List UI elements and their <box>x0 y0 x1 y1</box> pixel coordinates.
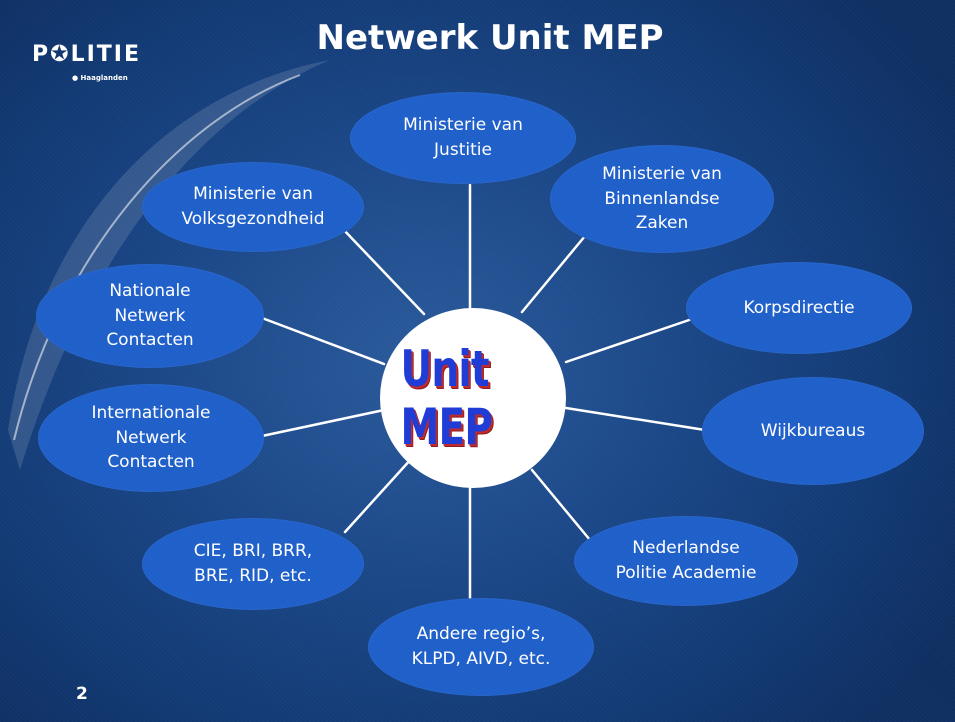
politie-logo: P✪LITIE ● Haaglanden <box>32 36 172 92</box>
node-korpsdirectie: Korpsdirectie <box>686 262 912 354</box>
node-politie-academie: Nederlandse Politie Academie <box>574 516 798 606</box>
node-wijkbureaus: Wijkbureaus <box>702 377 924 485</box>
connector-politie-academie <box>530 468 592 542</box>
node-andere-regios: Andere regio’s, KLPD, AIVD, etc. <box>368 598 594 696</box>
logo-wordmark: P✪LITIE <box>32 42 141 67</box>
logo-subtitle: ● Haaglanden <box>72 74 128 82</box>
connector-nationale <box>260 316 386 366</box>
connector-binnenlandse-zaken <box>520 228 592 314</box>
node-justitie: Ministerie van Justitie <box>350 92 576 184</box>
slide-title: Netwerk Unit MEP <box>316 18 664 58</box>
node-cie-bri: CIE, BRI, BRR, BRE, RID, etc. <box>142 518 364 610</box>
page-number: 2 <box>76 684 88 704</box>
connector-cie-bri <box>343 456 414 534</box>
connector-wijkbureaus <box>564 406 707 432</box>
flame-emblem-icon: ✪ <box>50 42 71 67</box>
connector-volksgezondheid <box>340 226 426 316</box>
connector-internationale <box>260 408 386 438</box>
node-volksgezondheid: Ministerie van Volksgezondheid <box>142 162 364 252</box>
center-label: Unit MEP <box>400 340 493 456</box>
node-internationale: Internationale Netwerk Contacten <box>38 384 264 492</box>
connector-korpsdirectie <box>564 316 697 364</box>
node-binnenlandse-zaken: Ministerie van Binnenlandse Zaken <box>550 145 774 253</box>
node-nationale: Nationale Netwerk Contacten <box>36 264 264 368</box>
center-circle: Unit MEP <box>380 308 566 488</box>
